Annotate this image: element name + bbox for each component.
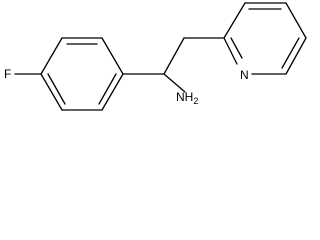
fluorine-label: F — [4, 67, 11, 81]
ch-ch2-bond — [163, 37, 185, 75]
c-n-bond — [163, 73, 186, 93]
pyridine-ring — [223, 2, 307, 75]
amine-label: NH2 — [176, 90, 198, 106]
structure-diagram: F NH2 N — [4, 2, 307, 111]
pyridine-nitrogen-label: N — [240, 68, 249, 82]
fluorophenyl-ring — [40, 37, 124, 111]
